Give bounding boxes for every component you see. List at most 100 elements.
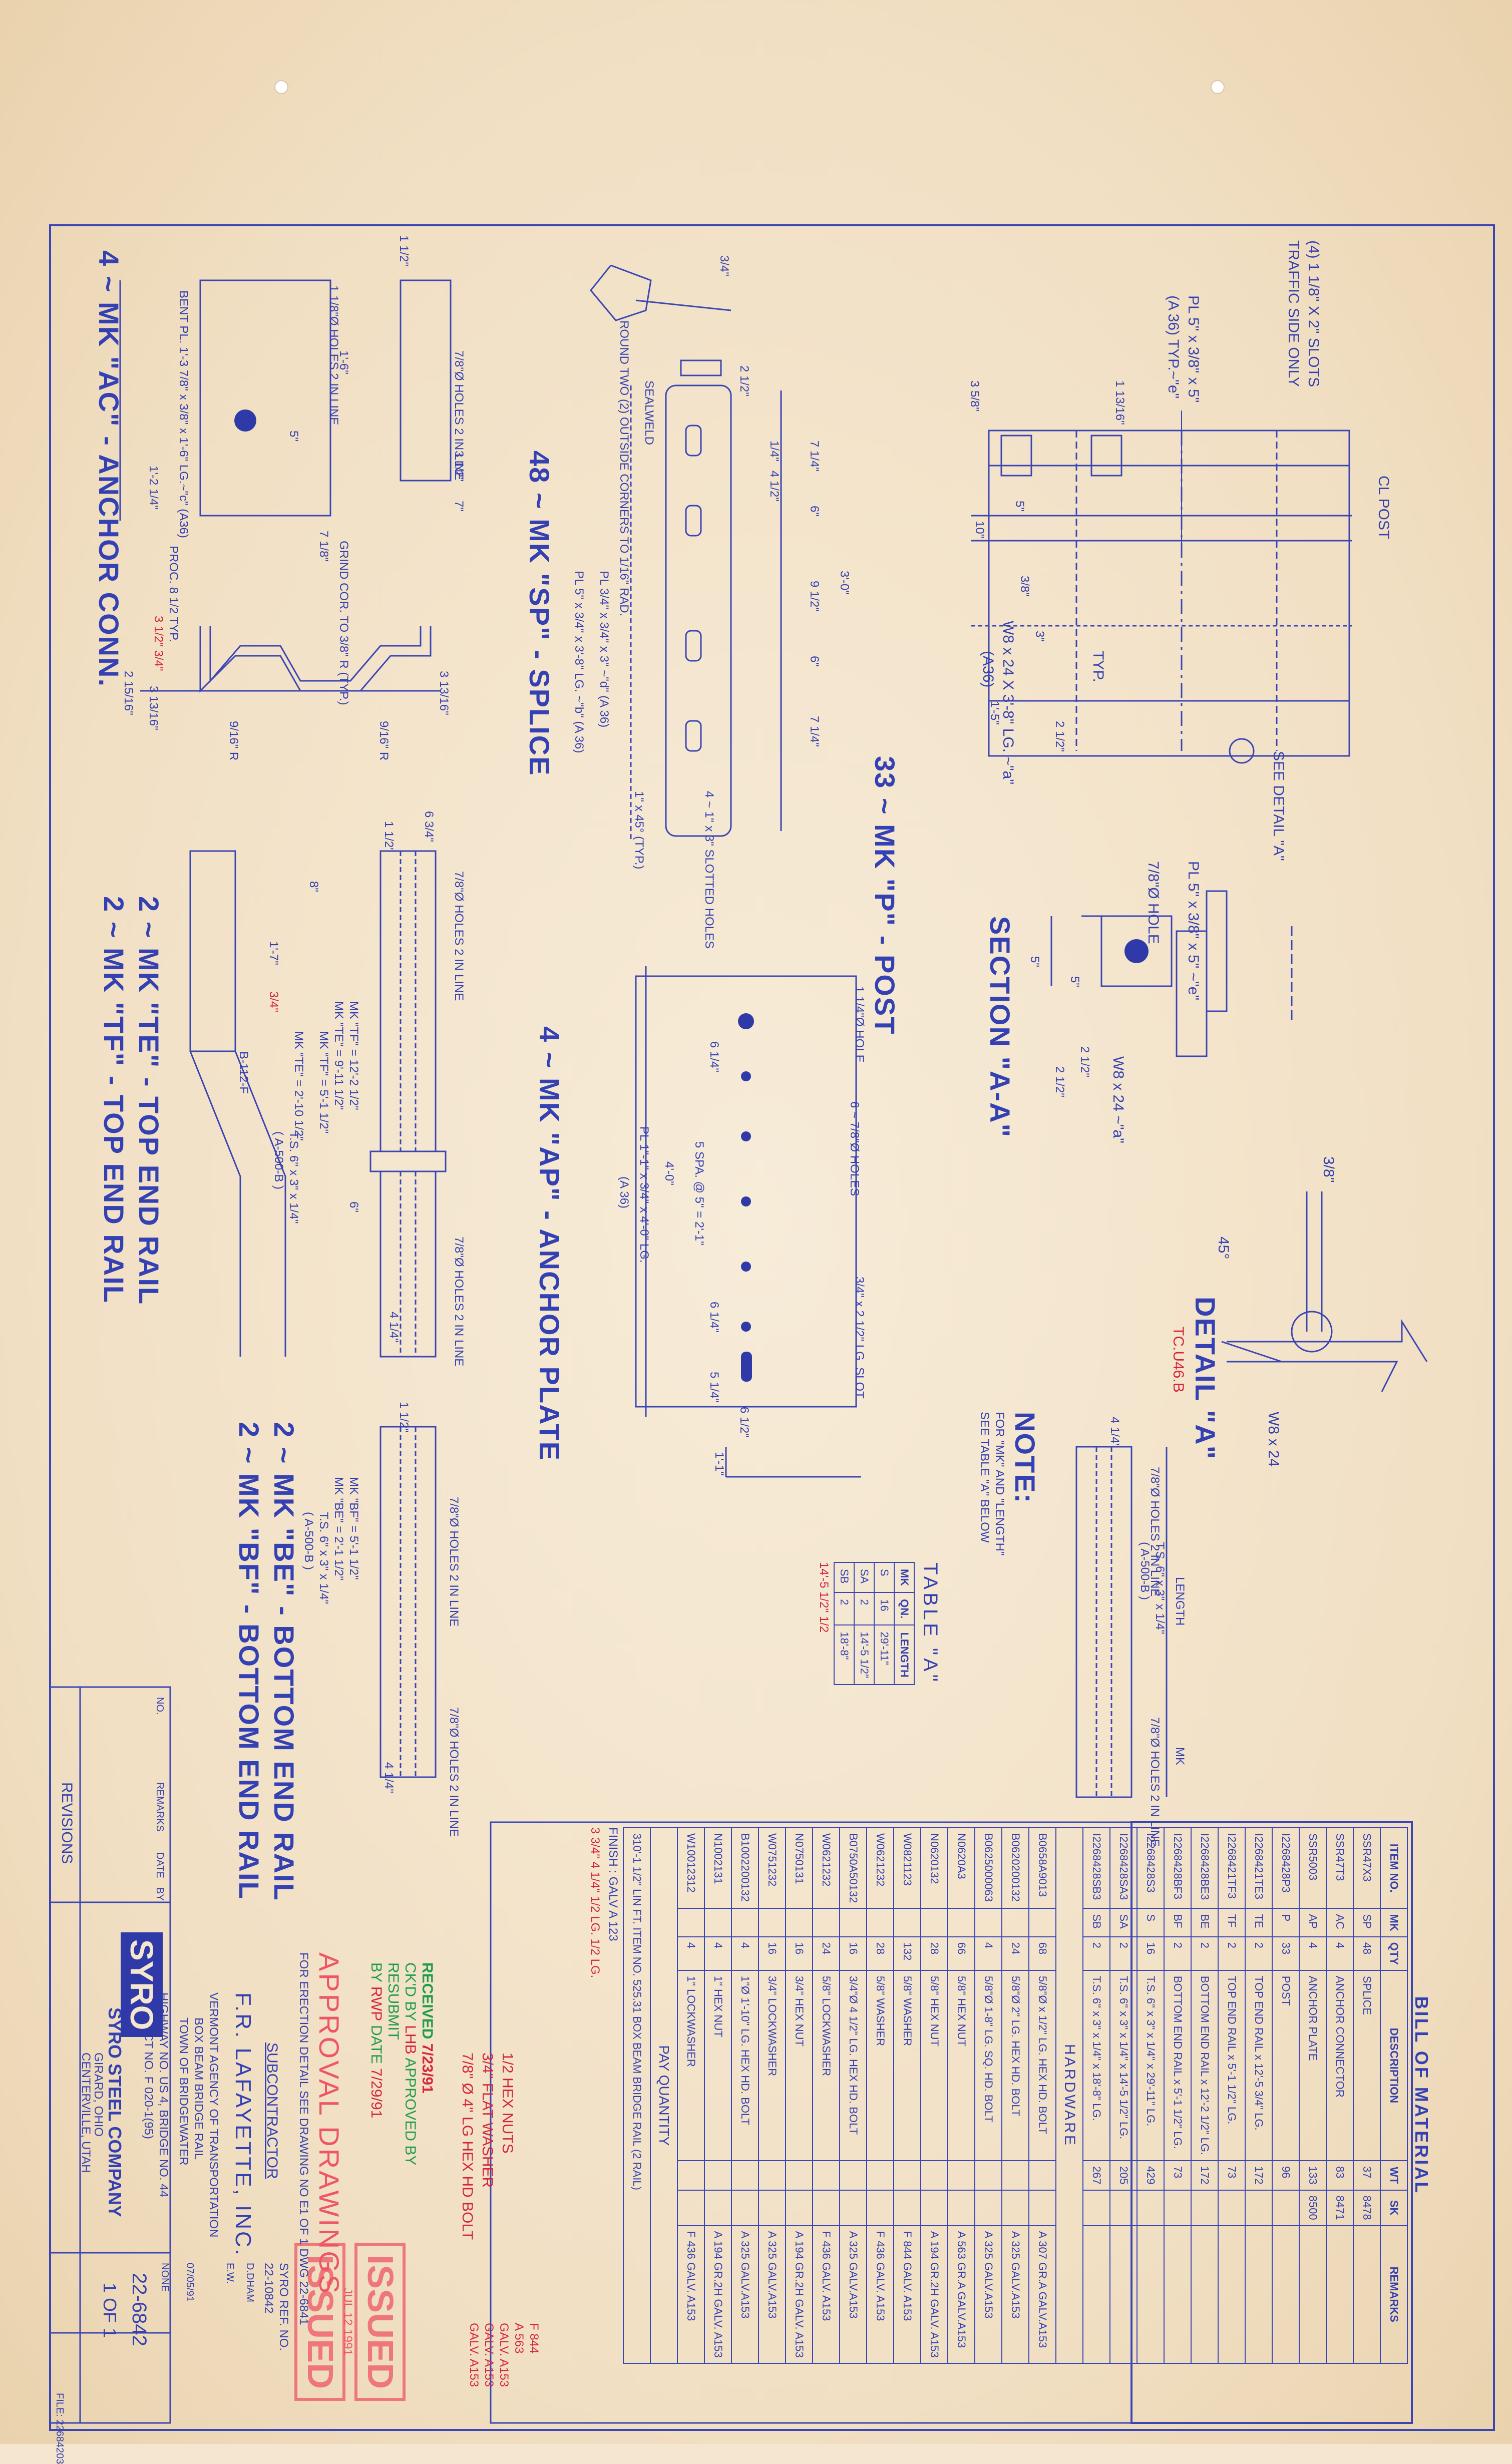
bom-cell: SB bbox=[1083, 1908, 1110, 1937]
bom-cell: AP bbox=[1299, 1908, 1326, 1937]
bom-cell bbox=[1002, 2160, 1029, 2190]
dim: 5" bbox=[1068, 976, 1081, 987]
dim: 9/16" R bbox=[227, 721, 240, 761]
ac-bent: BENT PL. 1'-3 7/8" x 3/8" x 1'-6" LG.~"c… bbox=[177, 290, 190, 538]
bom-cell bbox=[1245, 2225, 1272, 2363]
received-date: 7/23/91 bbox=[419, 2043, 436, 2094]
te-holes-2: 7/8"Ø HOLES 2 IN LINE bbox=[452, 1237, 466, 1367]
by-signature: RWP bbox=[368, 1986, 385, 2021]
received-label: RECEIVED bbox=[419, 1962, 436, 2039]
cell: 2 bbox=[854, 1592, 874, 1625]
received-stamp: RECEIVED 7/23/91 CK'D BY LHB APPROVED BY… bbox=[367, 1962, 436, 2165]
bom-cell bbox=[759, 2160, 786, 2190]
ap-slot: 3/4" x 2 1/2" LG. SLOT bbox=[853, 1277, 866, 1399]
bom-cell: 5/8"Ø x 1/2" LG. HEX HD. BOLT bbox=[1029, 1970, 1056, 2161]
te-length-label-2: MK "TE" = 9'-11 1/2" bbox=[332, 1001, 345, 1110]
bom-cell bbox=[867, 1908, 894, 1937]
detail-beam: W8 x 24 bbox=[1265, 1412, 1282, 1467]
bom-cell: 73 bbox=[1164, 2160, 1191, 2190]
table-a: TABLE "A" MK QN. LENGTH S 16 29'-11" SA … bbox=[817, 1562, 941, 1685]
dim: 3/8" bbox=[1018, 576, 1031, 597]
be-title: 2 ~ MK "BE" - BOTTOM END RAIL bbox=[268, 1422, 300, 1901]
bom-cell bbox=[948, 2190, 975, 2226]
bom-header: REMARKS bbox=[1380, 2225, 1407, 2363]
table-a-header: MK bbox=[894, 1562, 914, 1593]
bom-cell: 24 bbox=[1002, 1936, 1029, 1970]
bom-cell: 66 bbox=[948, 1936, 975, 1970]
dim: 6 1/2" bbox=[737, 1407, 751, 1438]
bom-cell: 1" LOCKWASHER bbox=[677, 1970, 704, 2161]
dim: 5" bbox=[287, 431, 300, 442]
ckd-initials: LHB bbox=[402, 2025, 419, 2055]
bom-cell bbox=[704, 1908, 731, 1937]
bom-cell: SSR47T3 bbox=[1326, 1828, 1353, 1909]
bom-cell bbox=[867, 2160, 894, 2190]
hand-note: 3/4" FLAT WASHER bbox=[479, 2052, 496, 2188]
be-holes: 7/8"Ø HOLES 2 IN LINE bbox=[447, 1497, 461, 1627]
bom-cell: 2 bbox=[1245, 1936, 1272, 1970]
bom-cell: 4 bbox=[704, 1936, 731, 1970]
bom-cell: I2268421TF3 bbox=[1218, 1828, 1245, 1909]
bom-cell: AC bbox=[1326, 1908, 1353, 1937]
te-length-label-3: MK "TE" = 2'-10 1/2" bbox=[292, 1031, 305, 1141]
bom-cell: 5/8"Ø 1-8" LG. SQ. HD. BOLT bbox=[975, 1970, 1002, 2161]
bom-cell bbox=[1137, 2190, 1164, 2226]
splice-hole: 3/4" bbox=[717, 255, 731, 276]
hand-note: GALV. A153 bbox=[467, 2323, 481, 2387]
post-plate-spec: (A 36) TYP.~"e" bbox=[1165, 295, 1182, 399]
dim: 9/16" R bbox=[377, 721, 391, 761]
hand-note: A 563 bbox=[512, 2323, 526, 2354]
bom-cell: 2 bbox=[1164, 1936, 1191, 1970]
date-value: 7/29/91 bbox=[368, 2068, 385, 2119]
bom-cell bbox=[1002, 2190, 1029, 2226]
bom-cell: 16 bbox=[840, 1936, 867, 1970]
ac-red-note: 3 1/2" 3/4" bbox=[152, 616, 165, 671]
note-holes: 7/8"Ø HOLES 2 IN LINE bbox=[1148, 1467, 1162, 1597]
bom-cell: T.S. 6" x 3" x 1/4" x 18'-8" LG. bbox=[1083, 1970, 1110, 2161]
bom-cell: B0620200132 bbox=[1002, 1828, 1029, 1909]
bom-cell bbox=[1164, 2225, 1191, 2363]
cell: 16 bbox=[874, 1592, 894, 1625]
bom-cell: 28 bbox=[921, 1936, 948, 1970]
splice-title: 48 ~ MK "SP" - SPLICE bbox=[524, 451, 555, 776]
table-row: SB 2 18'-8" bbox=[834, 1562, 854, 1685]
dim: 5" bbox=[1028, 956, 1041, 967]
ap-spec: (A 36) bbox=[617, 1176, 631, 1209]
ap-length: 4'-0" bbox=[662, 1161, 676, 1185]
bom-cell bbox=[1299, 2225, 1326, 2363]
bom-cell bbox=[1083, 2190, 1110, 2226]
bom-cell bbox=[948, 2160, 975, 2190]
bom-cell: 5/8" WASHER bbox=[867, 1970, 894, 2161]
ac-grind: GRIND COR. TO 3/8" R (TYP.) bbox=[337, 541, 350, 705]
bom-cell: I2268428S3 bbox=[1137, 1828, 1164, 1909]
dim: 2 1/2" bbox=[1053, 721, 1066, 752]
bom-cell bbox=[975, 2160, 1002, 2190]
issued-stamp: ISSUED JUL 12 1991 bbox=[340, 2243, 406, 2401]
note-heading: NOTE: bbox=[1009, 1412, 1041, 1504]
bom-cell: 5/8" WASHER bbox=[894, 1970, 921, 2161]
dim: 7 1/8" bbox=[317, 531, 330, 562]
dim: 1'-5" bbox=[988, 701, 1001, 725]
bom-cell: I2268428SA3 bbox=[1110, 1828, 1137, 1909]
bom-cell: 28 bbox=[867, 1936, 894, 1970]
bom-cell bbox=[731, 2160, 759, 2190]
cell: 29'-11" bbox=[874, 1625, 894, 1685]
bom-cell: A 325 GALV.A153 bbox=[975, 2225, 1002, 2363]
bom-cell: T.S. 6" x 3" x 1/4" x 14'-5 1/2" LG. bbox=[1110, 1970, 1137, 2161]
bom-cell: 5/8" HEX NUT bbox=[948, 1970, 975, 2161]
bom-cell: 5/8" HEX NUT bbox=[921, 1970, 948, 2161]
bom-cell bbox=[813, 1908, 840, 1937]
dim: 6" bbox=[808, 506, 821, 517]
bom-cell bbox=[840, 2160, 867, 2190]
bom-cell bbox=[975, 1908, 1002, 1937]
hand-note: GALV. A153 bbox=[497, 2323, 511, 2387]
dim: 9 1/2" bbox=[808, 581, 821, 612]
